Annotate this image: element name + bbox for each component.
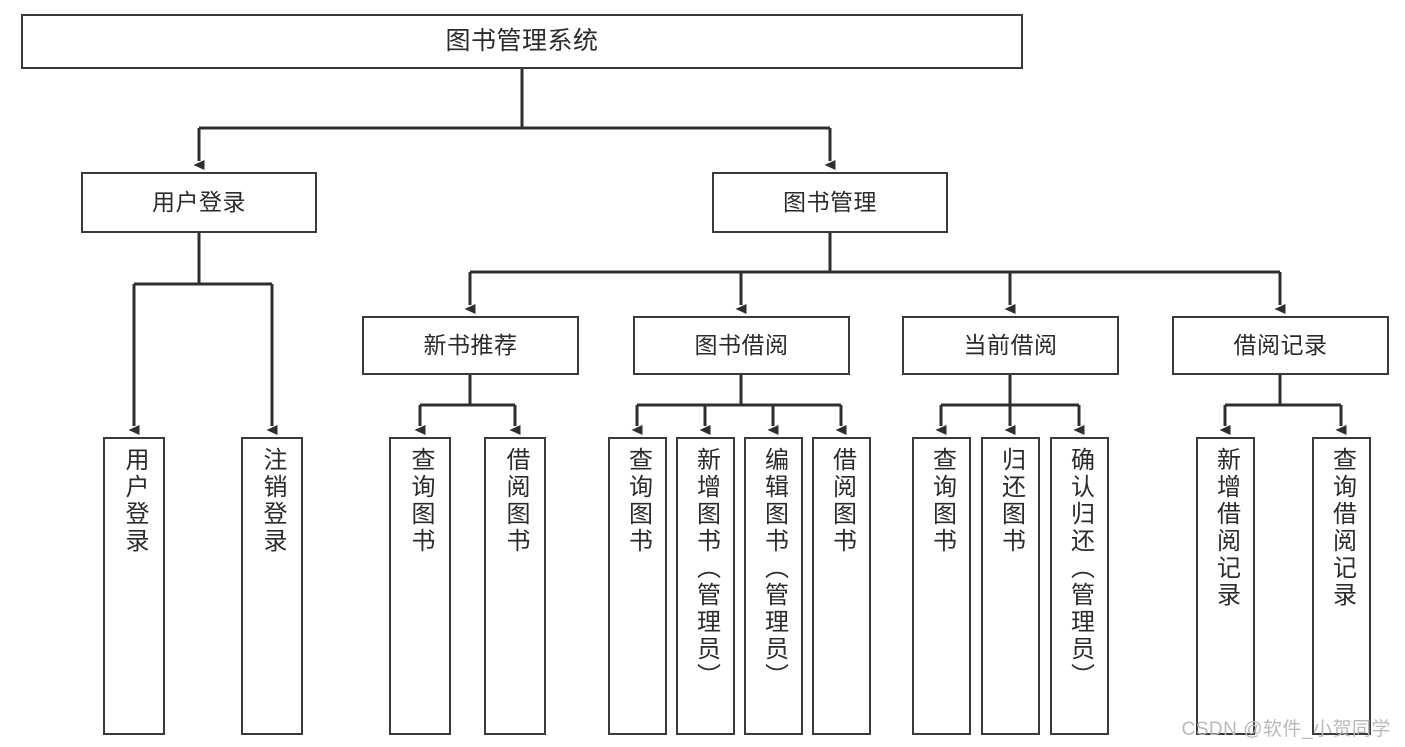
node-borrow-record[interactable]: 借阅记录 [1172, 316, 1389, 375]
node-leaf-return-book[interactable]: 归还图书 [981, 437, 1040, 735]
node-leaf-borrow-book-2[interactable]: 借阅图书 [812, 437, 871, 735]
node-label: 借阅记录 [1233, 331, 1328, 358]
node-leaf-borrow-book-1[interactable]: 借阅图书 [484, 437, 546, 735]
connector-lines [128, 69, 1347, 435]
node-label: 编辑图书（管理员） [760, 447, 788, 690]
node-label: 图书管理 [783, 188, 877, 215]
node-leaf-query-book-1[interactable]: 查询图书 [389, 437, 451, 735]
node-leaf-add-record[interactable]: 新增借阅记录 [1196, 437, 1255, 735]
node-label: 图书借阅 [694, 331, 789, 358]
node-new-book-recommend[interactable]: 新书推荐 [362, 316, 579, 375]
node-label: 当前借阅 [963, 331, 1058, 358]
node-label: 新增图书（管理员） [692, 447, 720, 690]
node-leaf-logout[interactable]: 注销登录 [241, 437, 303, 735]
node-label: 借阅图书 [828, 447, 856, 555]
node-book-borrow[interactable]: 图书借阅 [633, 316, 850, 375]
node-leaf-user-login[interactable]: 用户登录 [103, 437, 165, 735]
node-label: 图书管理系统 [445, 26, 599, 55]
node-label: 查询图书 [407, 447, 434, 555]
watermark: CSDN @软件_小贺同学 [1181, 719, 1391, 740]
node-label: 查询借阅记录 [1328, 447, 1356, 609]
node-leaf-query-record[interactable]: 查询借阅记录 [1312, 437, 1371, 735]
node-current-borrow[interactable]: 当前借阅 [902, 316, 1119, 375]
node-label: 新书推荐 [423, 331, 518, 358]
node-label: 借阅图书 [502, 447, 529, 555]
node-book-management-system[interactable]: 图书管理系统 [21, 14, 1023, 69]
node-user-login[interactable]: 用户登录 [81, 172, 317, 233]
node-label: 查询图书 [624, 447, 652, 555]
node-label: 查询图书 [928, 447, 956, 555]
node-label: 注销登录 [259, 447, 286, 555]
node-leaf-confirm-return[interactable]: 确认归还（管理员） [1050, 437, 1109, 735]
node-label: 用户登录 [152, 188, 246, 215]
node-label: 确认归还（管理员） [1066, 447, 1094, 690]
node-label: 新增借阅记录 [1212, 447, 1240, 609]
node-leaf-add-book[interactable]: 新增图书（管理员） [676, 437, 735, 735]
node-leaf-query-book-3[interactable]: 查询图书 [912, 437, 971, 735]
node-leaf-query-book-2[interactable]: 查询图书 [608, 437, 667, 735]
node-label: 归还图书 [997, 447, 1025, 555]
node-label: 用户登录 [121, 447, 148, 555]
node-book-manage[interactable]: 图书管理 [712, 172, 948, 233]
node-leaf-edit-book[interactable]: 编辑图书（管理员） [744, 437, 803, 735]
